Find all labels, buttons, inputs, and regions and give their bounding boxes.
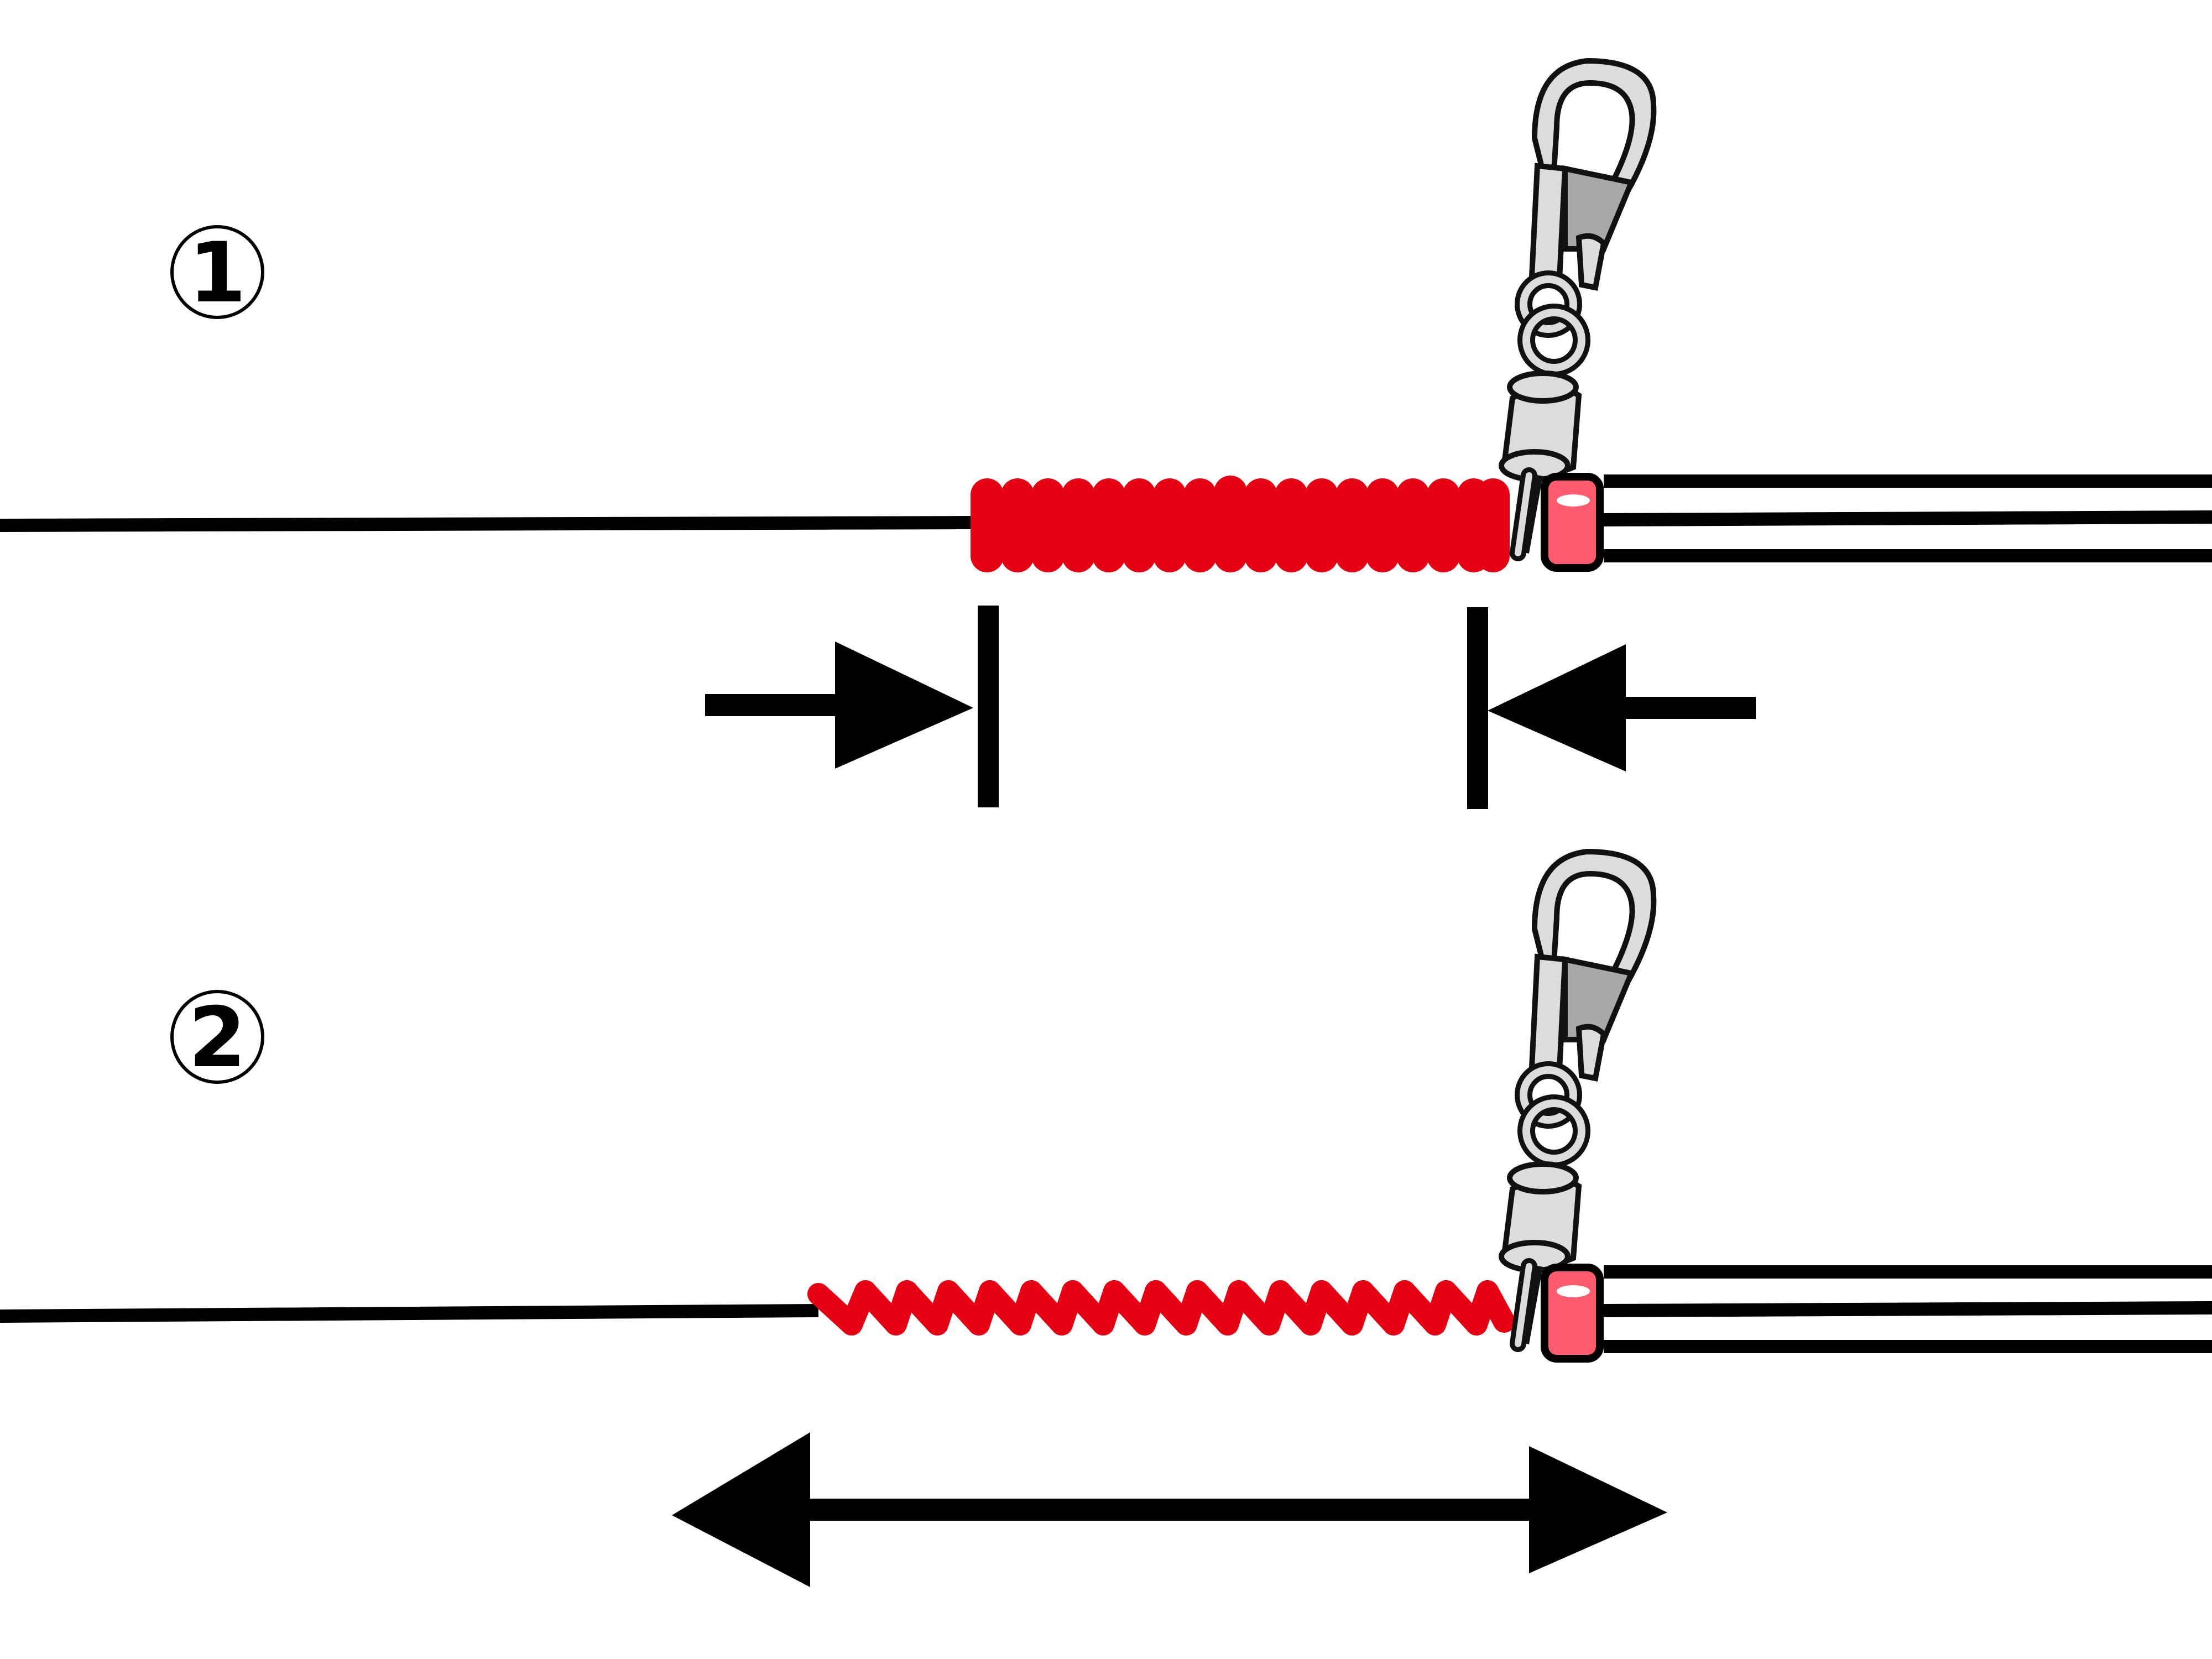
extend-arrow-shaft [807, 1499, 1532, 1521]
bead-stopper-icon [1541, 1264, 1604, 1363]
rig-1 [0, 61, 2212, 572]
step-1-marker: 1 [170, 225, 264, 321]
compress-indicator [705, 606, 1756, 809]
main-line-2 [0, 1304, 819, 1323]
spring-coil-icon [807, 1280, 1515, 1335]
extend-arrow-right-head [1529, 1446, 1667, 1573]
left-boundary-bar [978, 606, 999, 807]
right-boundary-bar [1467, 607, 1488, 809]
left-arrow-shaft [705, 694, 838, 716]
step-2-marker: 2 [170, 990, 264, 1086]
double-headed-arrow-icon [672, 1432, 810, 1587]
step-1-circle [170, 225, 264, 319]
spring-coil-back-turns [841, 1280, 1499, 1335]
spring-coil-turns [971, 476, 1510, 572]
inward-arrows-icon [835, 641, 973, 769]
right-arrow-shaft [1623, 697, 1756, 719]
main-line-1 [0, 516, 977, 532]
braided-line-mid [1603, 1301, 2212, 1317]
inward-arrow-right-head [1488, 644, 1626, 771]
rig-2 [0, 852, 2212, 1363]
braided-line-mid [1603, 510, 2212, 526]
extend-indicator [672, 1432, 1667, 1587]
step-2-label: 2 [189, 990, 246, 1086]
step-1-label: 1 [189, 225, 246, 321]
step-2-circle [170, 990, 264, 1084]
bead-highlight [1557, 494, 1590, 507]
bead-stopper-icon [1541, 473, 1604, 572]
bead-highlight [1557, 1285, 1590, 1297]
